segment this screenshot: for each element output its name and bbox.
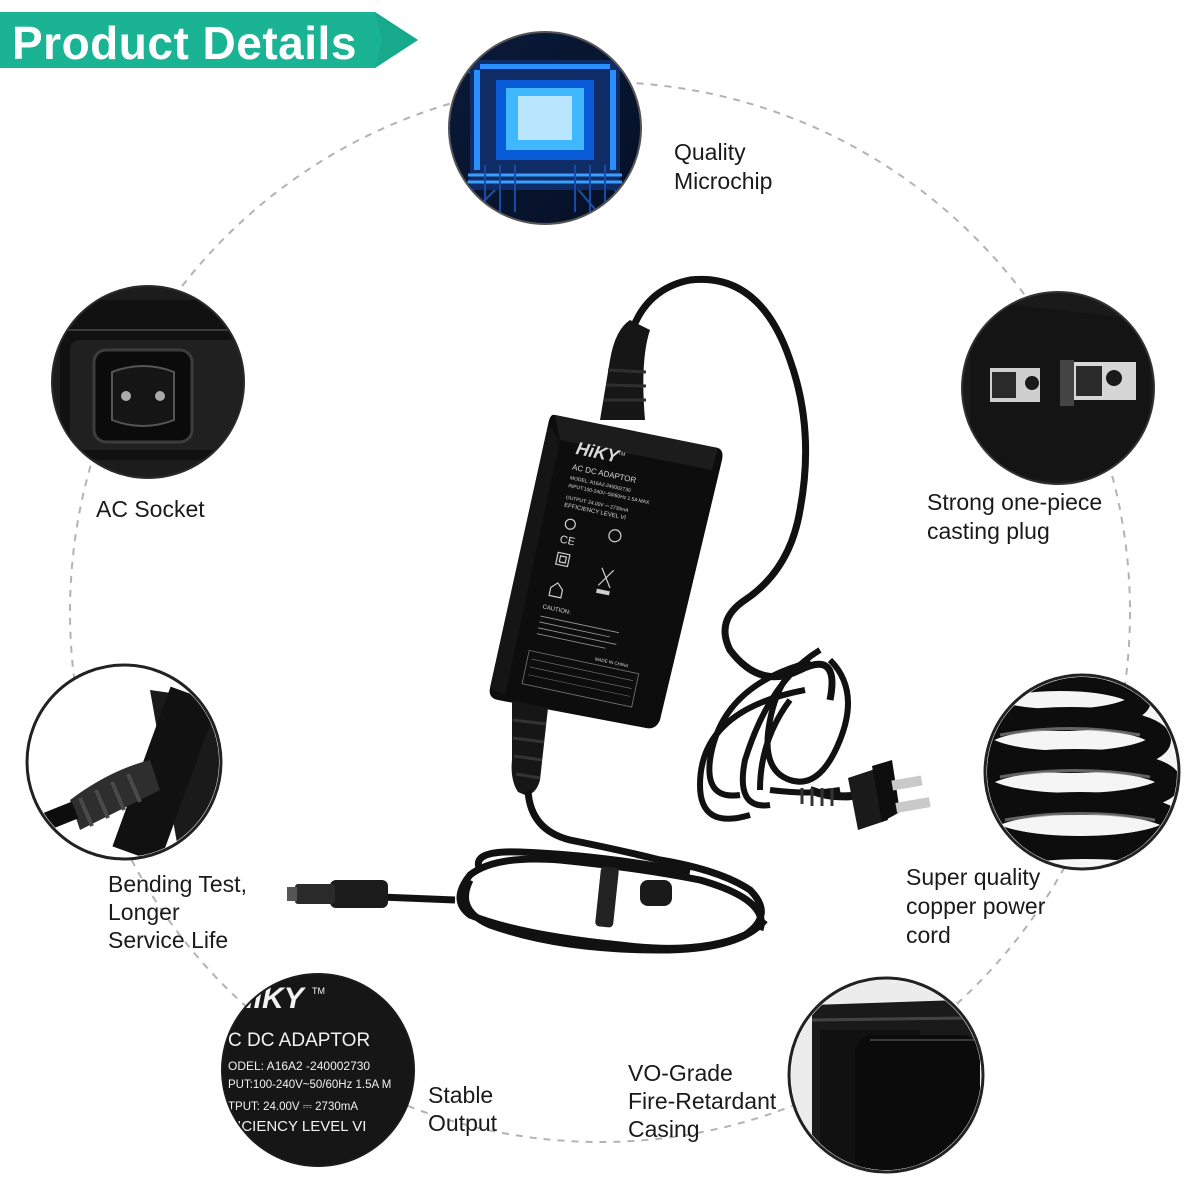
svg-text:TM: TM	[312, 986, 325, 996]
svg-text:TM: TM	[617, 451, 625, 458]
ac-plug	[800, 760, 931, 830]
ac-dc-adapter: HiKY TM AC DC ADAPTOR MODEL: A16A2-24000…	[287, 275, 931, 954]
coiled-cord-icon	[983, 673, 1181, 871]
plug-label: Strong one-piece casting plug	[927, 489, 1109, 544]
svg-text:CAUTION:: CAUTION:	[542, 604, 572, 616]
casing-corner-icon	[787, 976, 985, 1174]
svg-text:ODEL: A16A2 -240002730: ODEL: A16A2 -240002730	[228, 1059, 370, 1073]
strain-relief-icon	[25, 663, 223, 861]
ac-socket-icon	[51, 285, 245, 479]
svg-text:CE: CE	[559, 534, 576, 549]
banner-title: Product Details	[12, 17, 357, 69]
svg-text:MADE IN CHINA: MADE IN CHINA	[594, 656, 628, 668]
casing-label: VO-Grade Fire-Retardant Casing	[628, 1060, 783, 1142]
plug-icon	[961, 291, 1155, 485]
banner	[0, 12, 418, 68]
microchip-icon	[448, 31, 642, 225]
product-details-banner: Product Details	[0, 10, 424, 70]
bending-label: Bending Test, Longer Service Life	[108, 871, 253, 953]
svg-text:PUT:100-240V~50/60Hz 1.5A M: PUT:100-240V~50/60Hz 1.5A M	[228, 1079, 391, 1091]
label-closeup-icon: HiKY TM C DC ADAPTOR ODEL: A16A2 -240002…	[221, 973, 415, 1167]
svg-text:TPUT: 24.00V ⎓ 2730mA: TPUT: 24.00V ⎓ 2730mA	[228, 1101, 358, 1113]
microchip-label: Quality Microchip	[674, 139, 772, 194]
svg-text:C DC ADAPTOR: C DC ADAPTOR	[228, 1030, 370, 1051]
output-label: Stable Output	[428, 1082, 500, 1136]
svg-text:FICIENCY LEVEL VI: FICIENCY LEVEL VI	[228, 1118, 366, 1135]
ac-socket-label: AC Socket	[96, 496, 205, 522]
cord-label: Super quality copper power cord	[906, 864, 1052, 948]
